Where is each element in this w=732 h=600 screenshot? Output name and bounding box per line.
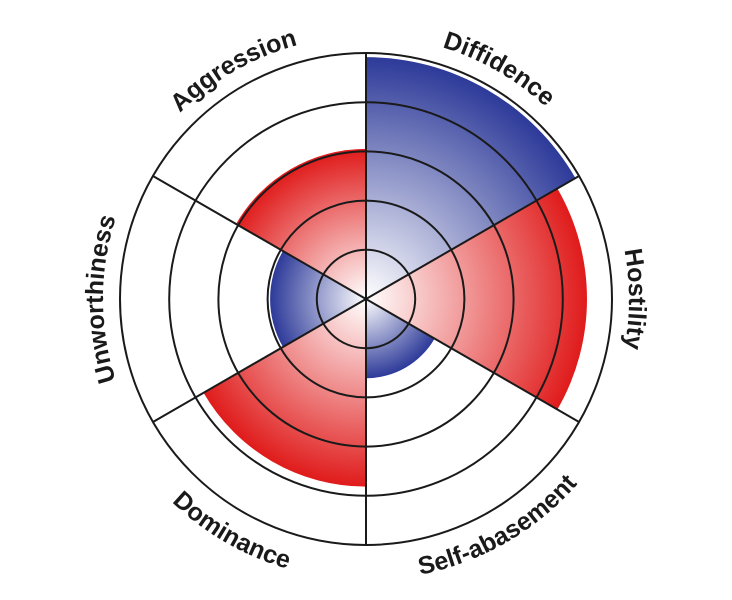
label-dominance: Dominance: [168, 486, 295, 575]
grid: [119, 52, 613, 546]
sector-hostility: [366, 188, 587, 410]
sector-dominance: [203, 299, 366, 487]
grid-spoke-5: [152, 298, 367, 423]
grid-spoke-2: [365, 175, 580, 300]
label-self-abasement: Self-abasement: [415, 469, 582, 581]
sector-unworthiness: [270, 251, 366, 347]
label-unworthiness: Unworthiness: [81, 211, 122, 386]
sector-self-abasement: [366, 299, 435, 379]
label-hostility: Hostility: [619, 247, 652, 352]
grid-spoke-3: [365, 298, 580, 423]
sector-diffidence: [366, 57, 576, 299]
label-aggression: Aggression: [165, 24, 300, 118]
sectors: [203, 57, 587, 487]
grid-spoke-6: [152, 175, 367, 300]
